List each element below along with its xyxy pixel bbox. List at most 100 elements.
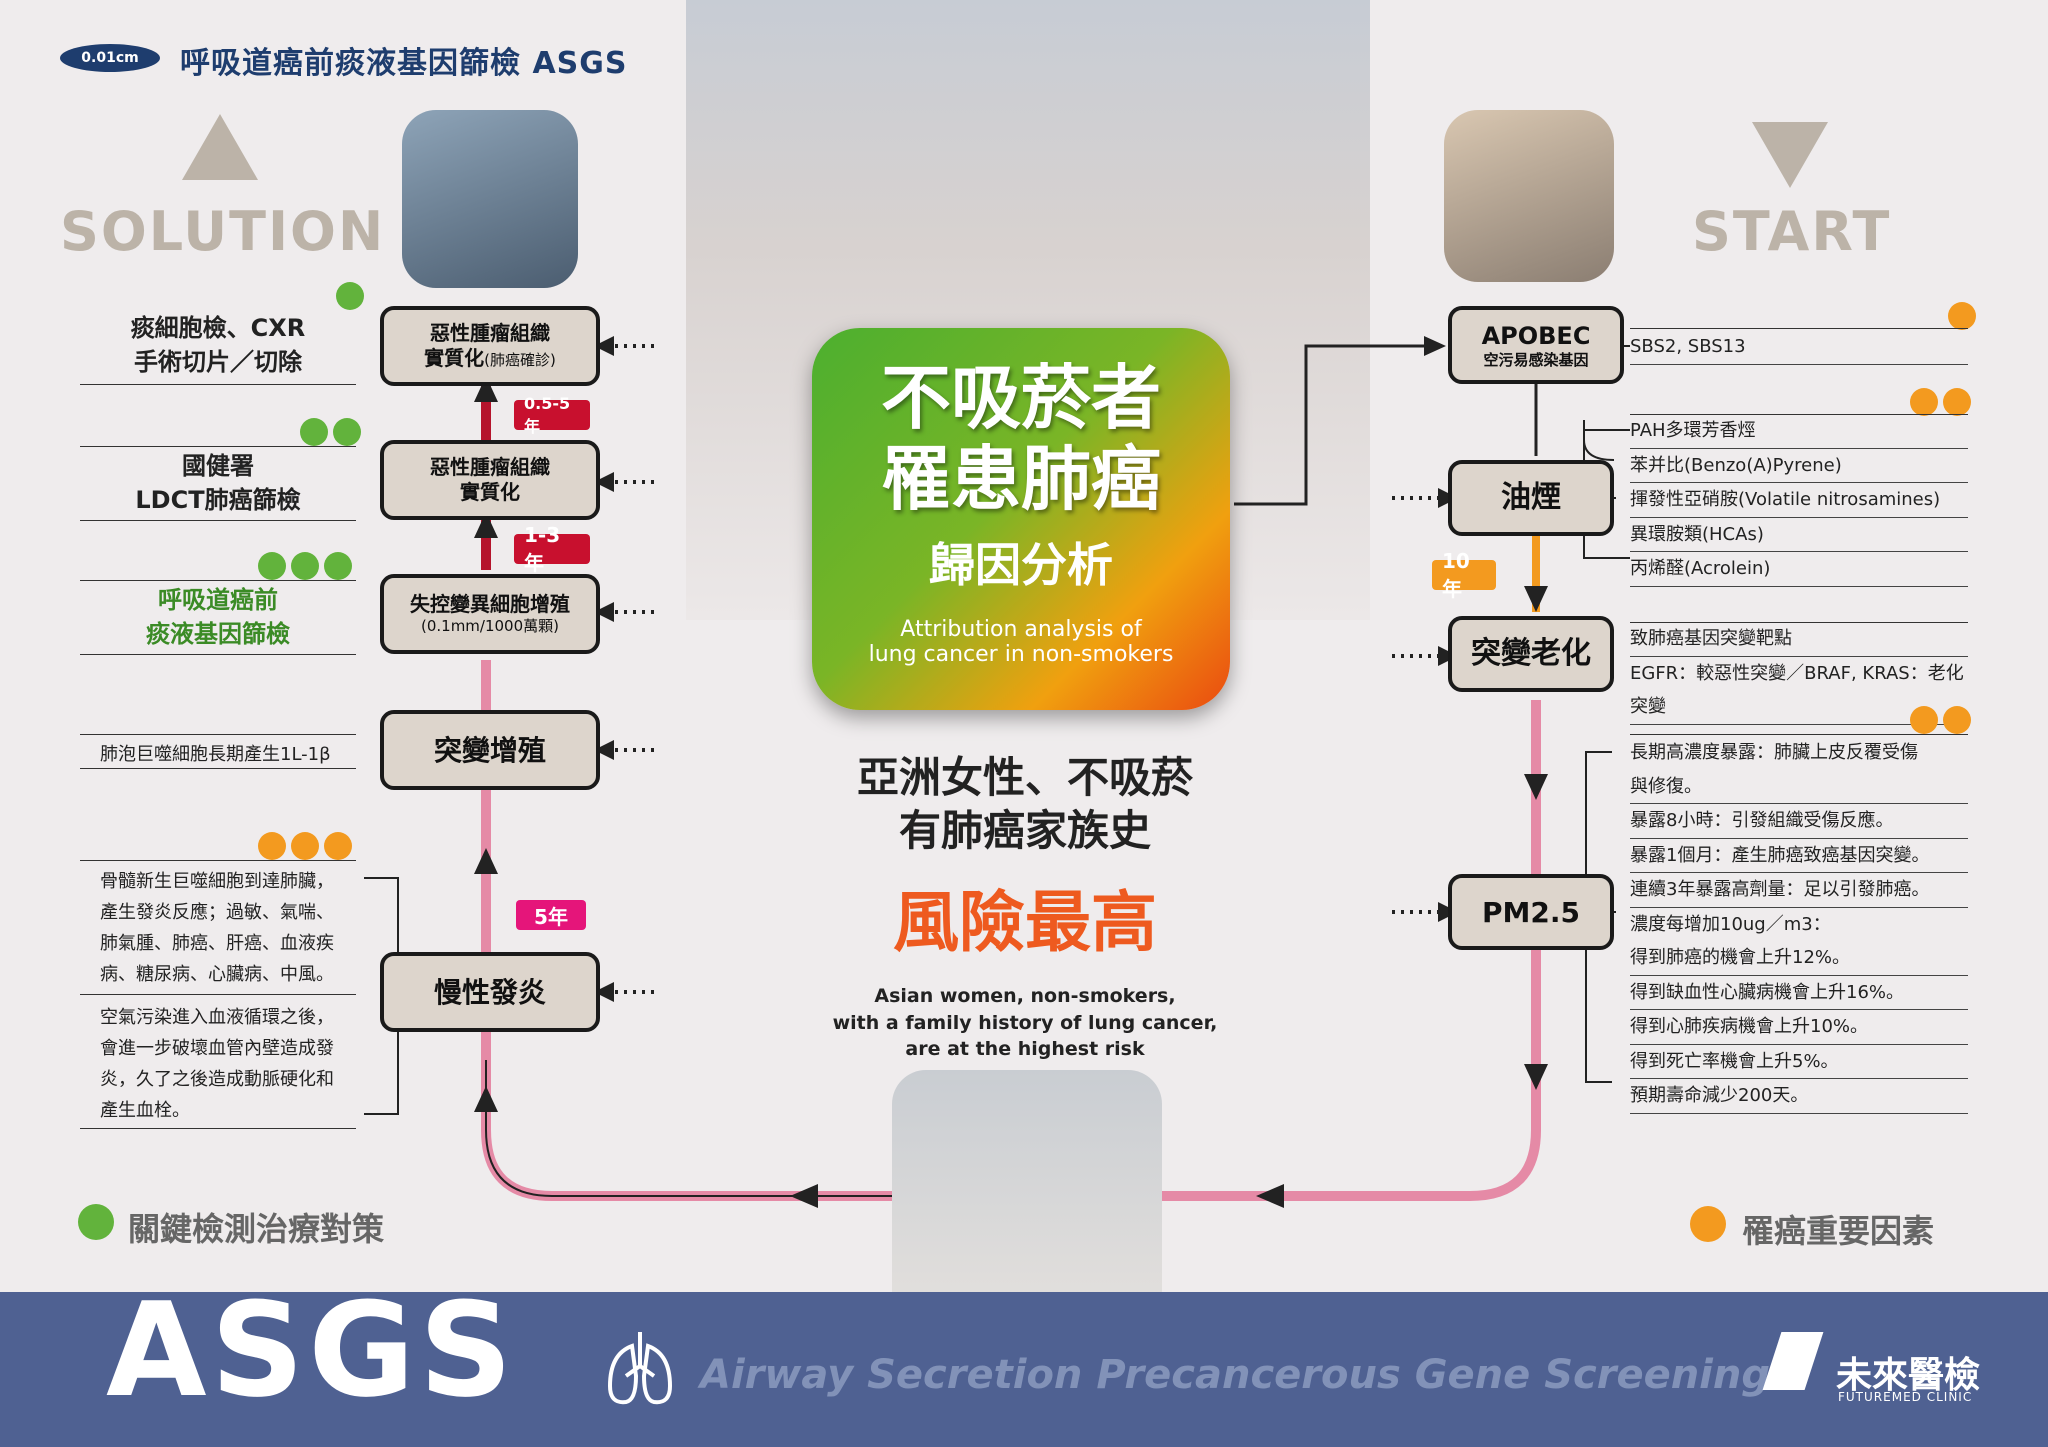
left-item-line: 國健署	[182, 452, 254, 480]
text-line: 病、糖尿病、心臟病、中風。	[100, 964, 334, 985]
list-item: SBS2, SBS13	[1630, 330, 1968, 365]
orange-dots-3	[1910, 706, 1971, 734]
lungs-icon	[607, 1332, 673, 1405]
box-line: 慢性發炎	[433, 975, 546, 1009]
divider	[80, 446, 356, 447]
list-item: 得到心肺疾病機會上升10%。	[1630, 1010, 1968, 1045]
card-title-1: 不吸菸者	[881, 357, 1161, 439]
brand-name-cn: 未來醫檢	[1836, 1355, 1981, 1396]
box-chronic-inflammation: 慢性發炎	[380, 952, 600, 1032]
divider	[80, 384, 356, 385]
list-item: 異環胺類(HCAs)	[1630, 518, 1968, 552]
text-line: 產生發炎反應；過敏、氣喘、	[100, 902, 334, 923]
orange-dots-left	[258, 832, 352, 860]
risk-highlight: 風險最高	[893, 884, 1157, 961]
footer-asgs: ASGS	[106, 1274, 517, 1426]
solution-label: SOLUTION	[60, 200, 386, 263]
list-item: 苯并比(Benzo(A)Pyrene)	[1630, 449, 1968, 483]
text-line: 肺氣腫、肺癌、肝癌、血液疾	[100, 933, 334, 954]
green-legend-dot	[78, 1204, 114, 1240]
list-item: 丙烯醛(Acrolein)	[1630, 552, 1968, 587]
list-item: 暴露8小時：引發組織受傷反應。	[1630, 804, 1968, 839]
tag-duration-2: 1-3年	[514, 523, 590, 575]
risk-en-line: Asian women, non-smokers,	[874, 985, 1176, 1007]
left-item-macrophage: 肺泡巨噬細胞長期產生1L-1β	[100, 744, 331, 765]
box-sub: 空污易感染基因	[1483, 350, 1589, 369]
size-pill: 0.01cm	[60, 44, 160, 72]
box-line: PM2.5	[1482, 895, 1580, 929]
card-title-2: 罹患肺癌	[881, 437, 1161, 520]
card-subtitle: 歸因分析	[929, 538, 1113, 592]
list-item: 連續3年暴露高劑量：足以引發肺癌。	[1630, 873, 1968, 908]
text-line: 空氣污染進入血液循環之後，	[100, 1007, 334, 1028]
orange-dots-1	[1948, 302, 1976, 330]
tag-duration-10y: 10年	[1432, 549, 1496, 601]
risk-line-1: 亞洲女性、不吸菸	[856, 753, 1193, 802]
divider	[80, 654, 356, 655]
divider	[80, 520, 356, 521]
down-triangle-icon	[1752, 122, 1828, 188]
divider	[80, 994, 356, 995]
cooking-fumes-list: PAH多環芳香烴 苯并比(Benzo(A)Pyrene) 揮發性亞硝胺(Vola…	[1630, 414, 1968, 587]
header-title: 呼吸道癌前痰液基因篩檢 ASGS	[180, 46, 628, 81]
risk-line-2: 有肺癌家族史	[898, 805, 1151, 855]
box-line: 惡性腫瘤組織	[430, 455, 550, 479]
box-line: 惡性腫瘤組織	[430, 321, 550, 345]
mutation-list: 致肺癌基因突變靶點 EGFR：較惡性突變／BRAF, KRAS：老化突變	[1630, 622, 1968, 725]
divider	[1630, 734, 1968, 735]
box-mutation-proliferation: 突變增殖	[380, 710, 600, 790]
list-item: 得到死亡率機會上升5%。	[1630, 1045, 1968, 1079]
women-coughing-kitchen-photo	[1444, 110, 1614, 282]
divider	[80, 580, 356, 581]
legend-orange-label: 罹癌重要因素	[1742, 1212, 1935, 1250]
box-line: 油煙	[1501, 480, 1561, 516]
list-item: EGFR：較惡性突變／BRAF, KRAS：老化突變	[1630, 657, 1968, 725]
left-item-bone-marrow: 骨髓新生巨噬細胞到達肺臟， 產生發炎反應；過敏、氣喘、 肺氣腫、肺癌、肝癌、血液…	[100, 866, 334, 990]
card-en-2: lung cancer in non-smokers	[868, 642, 1174, 667]
box-mutation-aging: 突變老化	[1448, 616, 1614, 692]
footer-tagline: Airway Secretion Precancerous Gene Scree…	[700, 1352, 1770, 1398]
box-apobec: APOBEC 空污易感染基因	[1448, 306, 1624, 384]
divider	[1630, 622, 1968, 623]
green-dots-2	[300, 418, 361, 446]
tag-duration-1: 0.5-5年	[514, 394, 590, 436]
box-line: 突變老化	[1471, 636, 1591, 672]
left-item-line: 痰液基因篩檢	[146, 619, 290, 648]
list-item: 暴露1個月：產生肺癌致癌基因突變。	[1630, 839, 1968, 873]
tag-duration-3: 5年	[516, 900, 586, 930]
apobec-list: SBS2, SBS13	[1630, 330, 1968, 365]
left-item-line: 手術切片／切除	[134, 347, 302, 376]
box-line: 失控變異細胞增殖	[410, 592, 570, 617]
list-item: PAH多環芳香烴	[1630, 414, 1968, 449]
box-sub: (0.1mm/1000萬顆)	[420, 617, 559, 636]
box-line: 突變增殖	[433, 733, 546, 767]
box-pm25: PM2.5	[1448, 874, 1614, 950]
box-sub: (肺癌確診)	[484, 351, 556, 369]
up-triangle-icon	[182, 114, 258, 180]
text-line: 炎，久了之後造成動脈硬化和	[100, 1069, 334, 1090]
list-item: 得到肺癌的機會上升12%。	[1630, 941, 1968, 976]
text-line: 骨髓新生巨噬細胞到達肺臟，	[100, 871, 334, 892]
list-item: 濃度每增加10ug／m3：	[1630, 913, 1831, 935]
risk-section: 亞洲女性、不吸菸 有肺癌家族史 風險最高 Asian women, non-sm…	[760, 752, 1290, 1063]
risk-en-line: are at the highest risk	[905, 1038, 1145, 1061]
left-item-line: 痰細胞檢、CXR	[130, 314, 306, 342]
pm25-list: 長期高濃度暴露：肺臟上皮反覆受傷 與修復。 暴露8小時：引發組織受傷反應。 暴露…	[1630, 736, 1968, 1114]
divider	[1630, 328, 1968, 329]
divider	[80, 860, 356, 861]
divider	[80, 768, 356, 769]
orange-dots-2	[1910, 388, 1971, 416]
box-malignant: 惡性腫瘤組織 實質化	[380, 440, 600, 520]
green-dots-1	[336, 282, 364, 310]
left-item-ldct: 國健署 LDCT肺癌篩檢	[80, 450, 356, 517]
card-en-1: Attribution analysis of	[900, 617, 1142, 642]
text-line: 會進一步破壞血管內壁造成發	[100, 1038, 334, 1059]
risk-en: Asian women, non-smokers, with a family …	[760, 983, 1290, 1063]
start-label: START	[1692, 200, 1892, 263]
list-item: 與修復。	[1630, 770, 1968, 804]
brand-name-en: FUTUREMED CLINIC	[1838, 1390, 1973, 1404]
divider	[1630, 414, 1968, 415]
list-item: 揮發性亞硝胺(Volatile nitrosamines)	[1630, 483, 1968, 518]
orange-legend-dot	[1690, 1206, 1726, 1242]
legend-green-label: 關鍵檢測治療對策	[128, 1210, 385, 1248]
